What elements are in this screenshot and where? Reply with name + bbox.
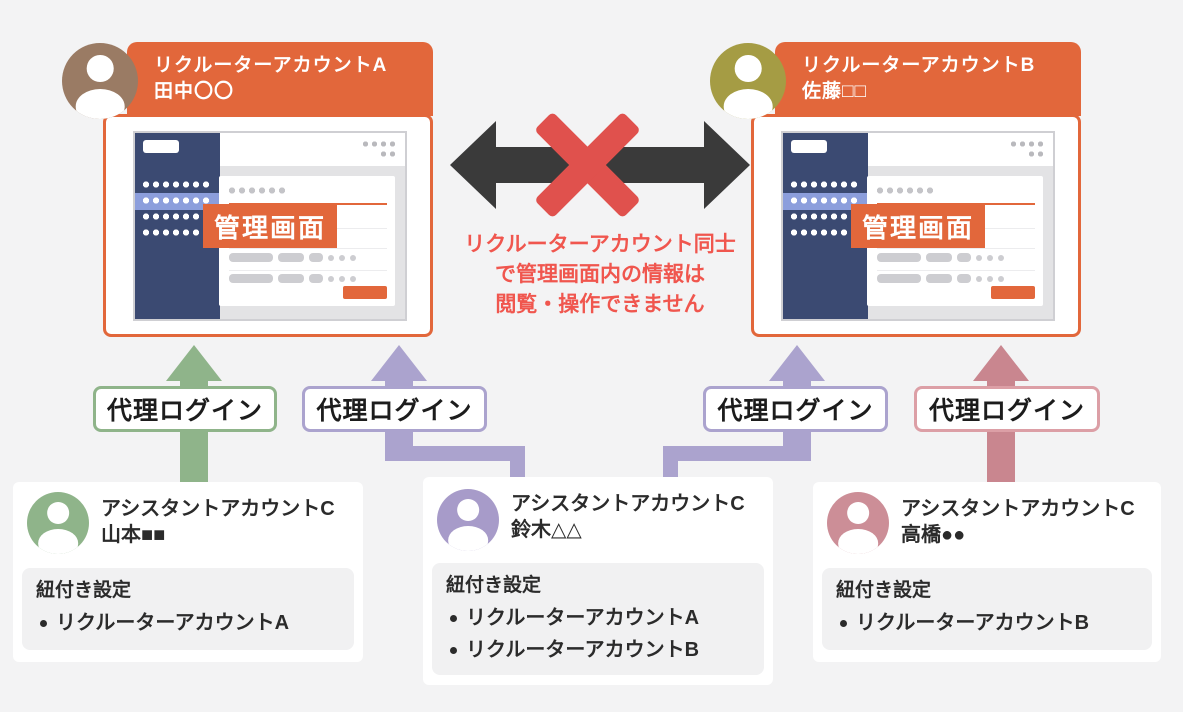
restriction-note-line2: で管理画面内の情報は	[495, 263, 705, 286]
purple-arrow-left-leg	[510, 461, 525, 479]
topbar-mockup	[868, 133, 1053, 166]
assistant-1-avatar-icon	[27, 492, 89, 554]
recruiter-b-header: リクルーターアカウントB 佐藤□□	[775, 42, 1081, 116]
recruiter-a-header: リクルーターアカウントA 田中〇〇	[127, 42, 433, 116]
button-placeholder	[343, 286, 387, 299]
linked-account-item: リクルーターアカウントA	[446, 606, 750, 630]
assistant-1-link-settings-box: 紐付き設定 リクルーターアカウントA	[22, 568, 354, 650]
topbar-mockup	[220, 133, 405, 166]
linked-account-item: リクルーターアカウントB	[836, 611, 1138, 635]
assistant-2-avatar-icon	[437, 489, 499, 551]
purple-arrow-right-head-icon	[769, 345, 825, 381]
recruiter-a-name: 田中〇〇	[154, 81, 235, 102]
recruiter-b-name: 佐藤□□	[802, 81, 867, 102]
recruiter-b-admin-screen-mockup	[781, 131, 1055, 321]
assistant-2-title: アシスタントアカウントC	[511, 493, 745, 515]
assistant-card-yamamoto: アシスタントアカウントC 山本■■ 紐付き設定 リクルーターアカウントA	[13, 482, 363, 662]
purple-arrow-left-head-icon	[371, 345, 427, 381]
assistant-3-avatar-icon	[827, 492, 889, 554]
menu-dots-icon	[363, 141, 395, 147]
blocked-double-arrow-icon	[450, 121, 750, 209]
link-settings-label: 紐付き設定	[446, 575, 542, 596]
restriction-note-line3: 閲覧・操作できません	[495, 293, 705, 316]
proxy-login-label-pink: 代理ログイン	[914, 386, 1100, 432]
bullet-icon	[40, 619, 47, 627]
link-settings-label: 紐付き設定	[836, 580, 932, 601]
proxy-login-label-purple-right: 代理ログイン	[703, 386, 888, 432]
logo-placeholder	[791, 140, 827, 153]
assistant-card-takahashi: アシスタントアカウントC 高橋●● 紐付き設定 リクルーターアカウントB	[813, 482, 1161, 662]
linked-account-item: リクルーターアカウントB	[446, 638, 750, 662]
recruiter-b-admin-screen-badge: 管理画面	[851, 204, 985, 248]
logo-placeholder	[143, 140, 179, 153]
linked-account-item: リクルーターアカウントA	[36, 611, 340, 635]
assistant-3-name: 高橋●●	[901, 524, 966, 546]
purple-arrow-right-leg	[663, 461, 678, 479]
assistant-2-link-settings-box: 紐付き設定 リクルーターアカウントA リクルーターアカウントB	[432, 563, 764, 675]
bullet-icon	[450, 614, 457, 622]
assistant-3-link-settings-box: 紐付き設定 リクルーターアカウントB	[822, 568, 1152, 650]
link-settings-label: 紐付き設定	[36, 580, 132, 601]
assistant-1-title: アシスタントアカウントC	[101, 498, 335, 520]
recruiter-a-title: リクルーターアカウントA	[154, 55, 388, 76]
recruiter-a-avatar-icon	[62, 43, 138, 119]
menu-dots-icon	[1011, 141, 1043, 147]
green-arrow-head-icon	[166, 345, 222, 381]
recruiter-b-avatar-icon	[710, 43, 786, 119]
recruiter-b-title: リクルーターアカウントB	[802, 55, 1036, 76]
recruiter-a-admin-screen-badge: 管理画面	[203, 204, 337, 248]
purple-arrow-left-elbow	[385, 446, 525, 461]
bullet-icon	[450, 646, 457, 654]
button-placeholder	[991, 286, 1035, 299]
assistant-1-name: 山本■■	[101, 524, 166, 546]
restriction-note-line1: リクルーターアカウント同士	[464, 233, 736, 256]
bullet-icon	[840, 619, 847, 627]
purple-arrow-right-elbow	[663, 446, 811, 461]
assistant-2-name: 鈴木△△	[511, 519, 582, 541]
proxy-login-label-green: 代理ログイン	[93, 386, 277, 432]
proxy-login-label-purple-left: 代理ログイン	[302, 386, 487, 432]
pink-arrow-head-icon	[973, 345, 1029, 381]
restriction-note: リクルーターアカウント同士 で管理画面内の情報は 閲覧・操作できません	[440, 230, 760, 320]
assistant-card-suzuki: アシスタントアカウントC 鈴木△△ 紐付き設定 リクルーターアカウントA リクル…	[423, 477, 773, 685]
assistant-3-title: アシスタントアカウントC	[901, 498, 1135, 520]
